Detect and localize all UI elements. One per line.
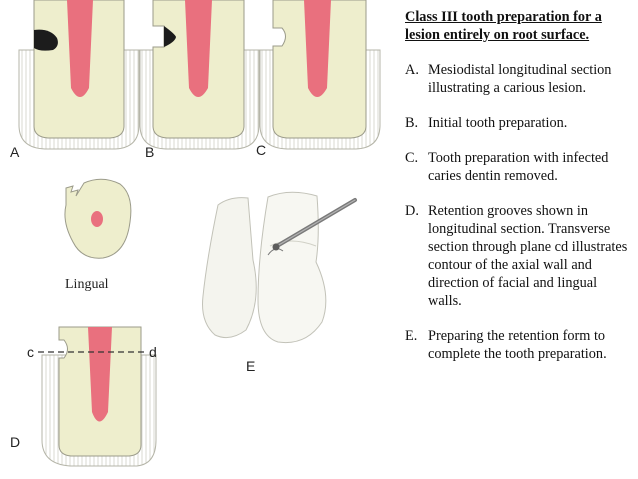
instrument-bur [272,243,280,251]
panel-label-e: E [246,358,255,374]
panel-label-c: C [256,142,266,158]
right-incisor [257,191,327,344]
plane-label-c: c [27,344,34,360]
tooth-section-a [18,0,140,150]
anterior-teeth-illustration [202,191,357,344]
caption-letter: A. [405,62,419,78]
panel-label-a: A [10,144,20,160]
remaining-caries [164,26,176,47]
caption-text: Initial tooth preparation. [428,115,568,131]
left-incisor [202,197,257,339]
caption-item-d: D. Retention grooves shown in longitudin… [405,202,633,310]
caption-text: Preparing the retention form to complete… [428,328,607,362]
caption-item-c: C. Tooth preparation with infected carie… [405,149,633,185]
transverse-section [64,178,132,259]
panel-label-d: D [10,434,20,450]
tooth-section-d [38,326,157,467]
carious-lesion [34,29,58,51]
caption-item-a: A. Mesiodistal longitudinal section illu… [405,61,633,97]
tooth-section-c [259,0,381,150]
tooth-preparation-diagram: A B C Lingual c d D E [10,0,381,467]
caption-text: Retention grooves shown in longitudinal … [428,203,628,309]
caption-item-b: B. Initial tooth preparation. [405,114,633,132]
caption-letter: E. [405,328,418,344]
caption-text: Mesiodistal longitudinal section illustr… [428,62,612,96]
figure-caption: Class III tooth preparation for a lesion… [405,8,633,380]
pulp-cross-section [91,211,103,227]
pulp-canal [304,0,331,97]
tooth-section-b [139,0,260,150]
plane-label-d: d [149,344,157,360]
caption-title: Class III tooth preparation for a lesion… [405,9,602,43]
panel-label-b: B [145,144,154,160]
caption-item-e: E. Preparing the retention form to compl… [405,327,633,363]
caption-text: Tooth preparation with infected caries d… [428,150,609,184]
caption-letter: C. [405,150,419,166]
pulp-canal [185,0,212,97]
caption-letter: D. [405,203,419,219]
pulp-canal [67,0,93,97]
lingual-label: Lingual [65,277,109,292]
pulp-canal [88,327,112,422]
caption-letter: B. [405,115,419,131]
